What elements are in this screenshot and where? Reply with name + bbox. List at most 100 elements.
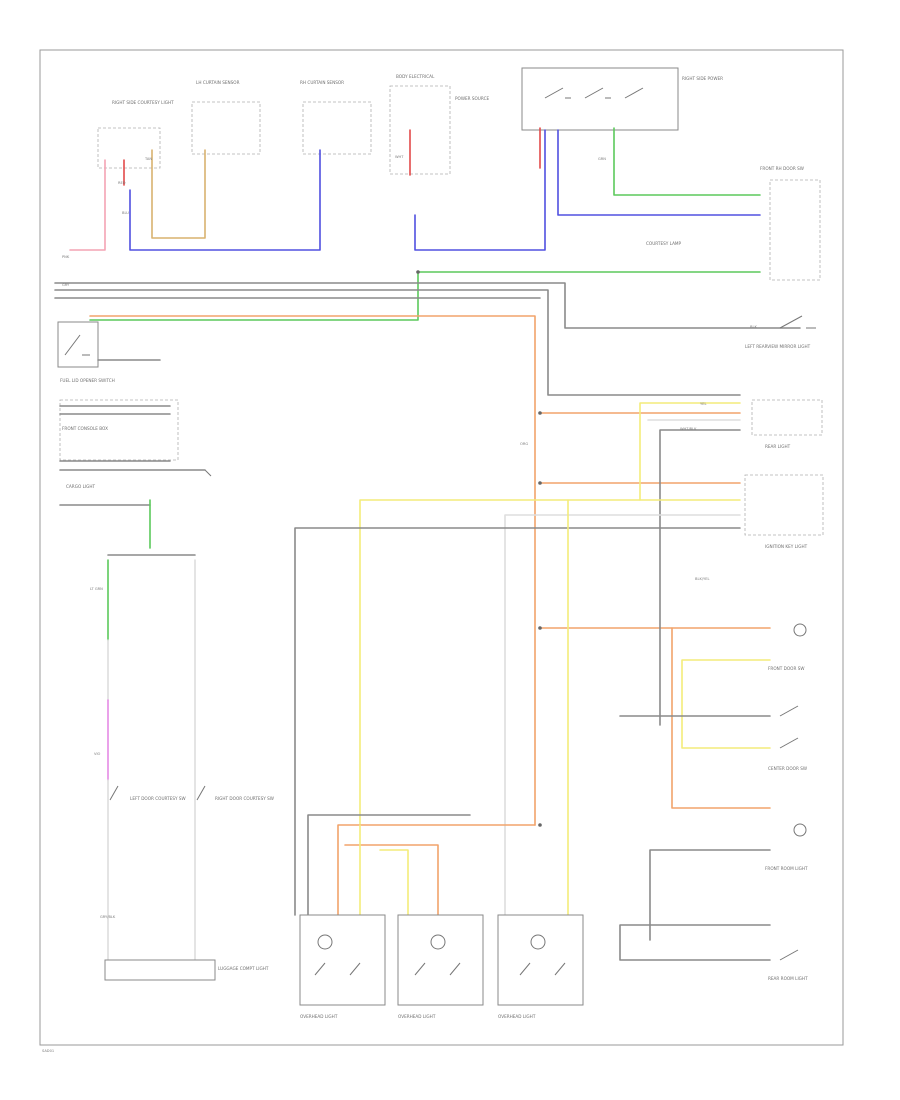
wire-org-bottom-1 (337, 824, 536, 916)
label-overhead-2: OVERHEAD LIGHT (398, 1014, 436, 1019)
wire-org-trunk (89, 315, 536, 826)
wire-gry-right (659, 429, 741, 726)
label-rh-curtain: RH CURTAIN SENSOR (300, 80, 344, 85)
wire-gry-bus-2 (54, 289, 741, 396)
wire-label-wht: WHT (395, 155, 404, 159)
door-switch-symbol-2 (779, 705, 799, 717)
label-fuel-lid: FUEL LID OPENER SWITCH (60, 378, 115, 383)
junction-dot (416, 270, 420, 274)
wire-blu-3 (557, 129, 761, 216)
bottom-unit-switches (314, 962, 566, 976)
label-overhead-3: OVERHEAD LIGHT (498, 1014, 536, 1019)
overhead-light-unit-2 (397, 914, 484, 1006)
left-door-switches (109, 785, 206, 801)
wire-gry-left-2 (59, 405, 171, 462)
right-door-switch-symbol (779, 315, 816, 329)
wire-yel-1 (639, 402, 741, 501)
wire-label-yel: YEL (700, 402, 706, 406)
ground-symbol (204, 469, 212, 477)
wire-label-wht-blk: WHT/BLK (680, 427, 697, 431)
label-right-side-courtesy: RIGHT SIDE COURTESY LIGHT (112, 100, 174, 105)
wire-label-grn: GRN (598, 157, 606, 161)
label-left-door-sw: LEFT DOOR COURTESY SW (130, 796, 186, 801)
wire-gry-bottom (307, 814, 471, 916)
wire-yel-3 (681, 659, 771, 749)
label-right-side-power: RIGHT SIDE POWER (682, 76, 723, 81)
wire-yel-bottom-1 (379, 849, 409, 916)
lamp-icon-bottom-3 (530, 934, 546, 950)
label-lh-curtain: LH CURTAIN SENSOR (196, 80, 240, 85)
wire-label-blk: BLK (750, 325, 757, 329)
wire-label-blu: BLU (122, 211, 129, 215)
lamp-icon-right-2 (793, 823, 807, 837)
front-rh-door-sw-box (769, 179, 821, 281)
overhead-light-unit-1 (299, 914, 386, 1006)
wire-label-gry: GRY (62, 283, 70, 287)
body-electrical-box (389, 85, 451, 175)
label-overhead-1: OVERHEAD LIGHT (300, 1014, 338, 1019)
wire-org-bottom-2 (344, 844, 439, 916)
front-console-box (59, 399, 179, 461)
wire-wht-2 (504, 514, 741, 916)
right-side-power-box (521, 67, 679, 131)
label-rear-light: REAR LIGHT (765, 444, 791, 449)
label-courtesy-lamp: COURTESY LAMP (646, 241, 682, 246)
wire-label-vio: VIO (94, 752, 101, 756)
label-left-rearview: LEFT REARVIEW MIRROR LIGHT (745, 344, 811, 349)
power-switch-symbols (544, 87, 644, 99)
label-front-room-light: FRONT ROOM LIGHT (765, 866, 808, 871)
rear-light-connector-box (751, 399, 823, 436)
ignition-key-light-box (744, 474, 824, 536)
wire-grn-1 (613, 127, 761, 196)
wire-gry-2 (294, 527, 741, 916)
label-center-door-sw: CENTER DOOR SW (768, 766, 807, 771)
door-switch-symbol-3 (779, 737, 799, 749)
wire-tan-1 (151, 149, 206, 239)
label-body-electrical: BODY ELECTRICAL (396, 74, 435, 79)
luggage-light-connector (104, 959, 216, 981)
wire-label-pnk: PNK (62, 255, 70, 259)
diagram-frame (39, 49, 844, 1046)
junction-dot (538, 411, 542, 415)
fuel-lid-switch-symbol (64, 334, 90, 356)
junction-dot (538, 823, 542, 827)
label-front-console: FRONT CONSOLE BOX (62, 426, 108, 431)
wire-gry-5 (619, 924, 771, 961)
wire-yel-2 (359, 499, 741, 826)
wire-label-gry-blk: GRY/BLK (100, 915, 116, 919)
junction-dot (538, 481, 542, 485)
wire-gry-bus-1 (54, 282, 801, 329)
door-switch-symbol-4 (779, 949, 799, 961)
wire-blu-1 (129, 149, 321, 251)
wire-label-blk-yel: BLK/YEL (695, 577, 710, 581)
lamp-icon-right-1 (793, 623, 807, 637)
lamp-icon-bottom-1 (317, 934, 333, 950)
diagram-code: SAD01 (42, 1049, 54, 1053)
label-ignition-key: IGNITION KEY LIGHT (765, 544, 808, 549)
rh-curtain-sensor-box (302, 101, 372, 155)
wire-org-branch-4 (671, 627, 771, 809)
junction-dot (538, 626, 542, 630)
wire-label-tan: TAN (144, 157, 152, 161)
label-power-source: POWER SOURCE (455, 96, 489, 101)
wire-gry-4 (649, 849, 771, 941)
fuel-lid-switch-box (57, 321, 99, 368)
label-front-door-sw: FRONT DOOR SW (768, 666, 805, 671)
label-rear-room-light: REAR ROOM LIGHT (768, 976, 808, 981)
right-side-courtesy-box (97, 127, 161, 169)
wire-label-org: ORG (520, 442, 528, 446)
label-right-door-sw: RIGHT DOOR COURTESY SW (215, 796, 274, 801)
lh-curtain-sensor-box (191, 101, 261, 155)
overhead-light-unit-3 (497, 914, 584, 1006)
label-cargo-light: CARGO LIGHT (66, 484, 96, 489)
lamp-icon-bottom-2 (430, 934, 446, 950)
wire-label-red: RED (118, 181, 126, 185)
label-luggage: LUGGAGE COMPT LIGHT (218, 966, 269, 971)
wire-grn-2 (89, 271, 761, 321)
label-front-rh-door-sw: FRONT RH DOOR SW (760, 166, 804, 171)
wire-blu-2 (414, 129, 546, 251)
wire-label-lt-grn: LT GRN (90, 587, 103, 591)
wire-pnk-1 (69, 159, 106, 251)
